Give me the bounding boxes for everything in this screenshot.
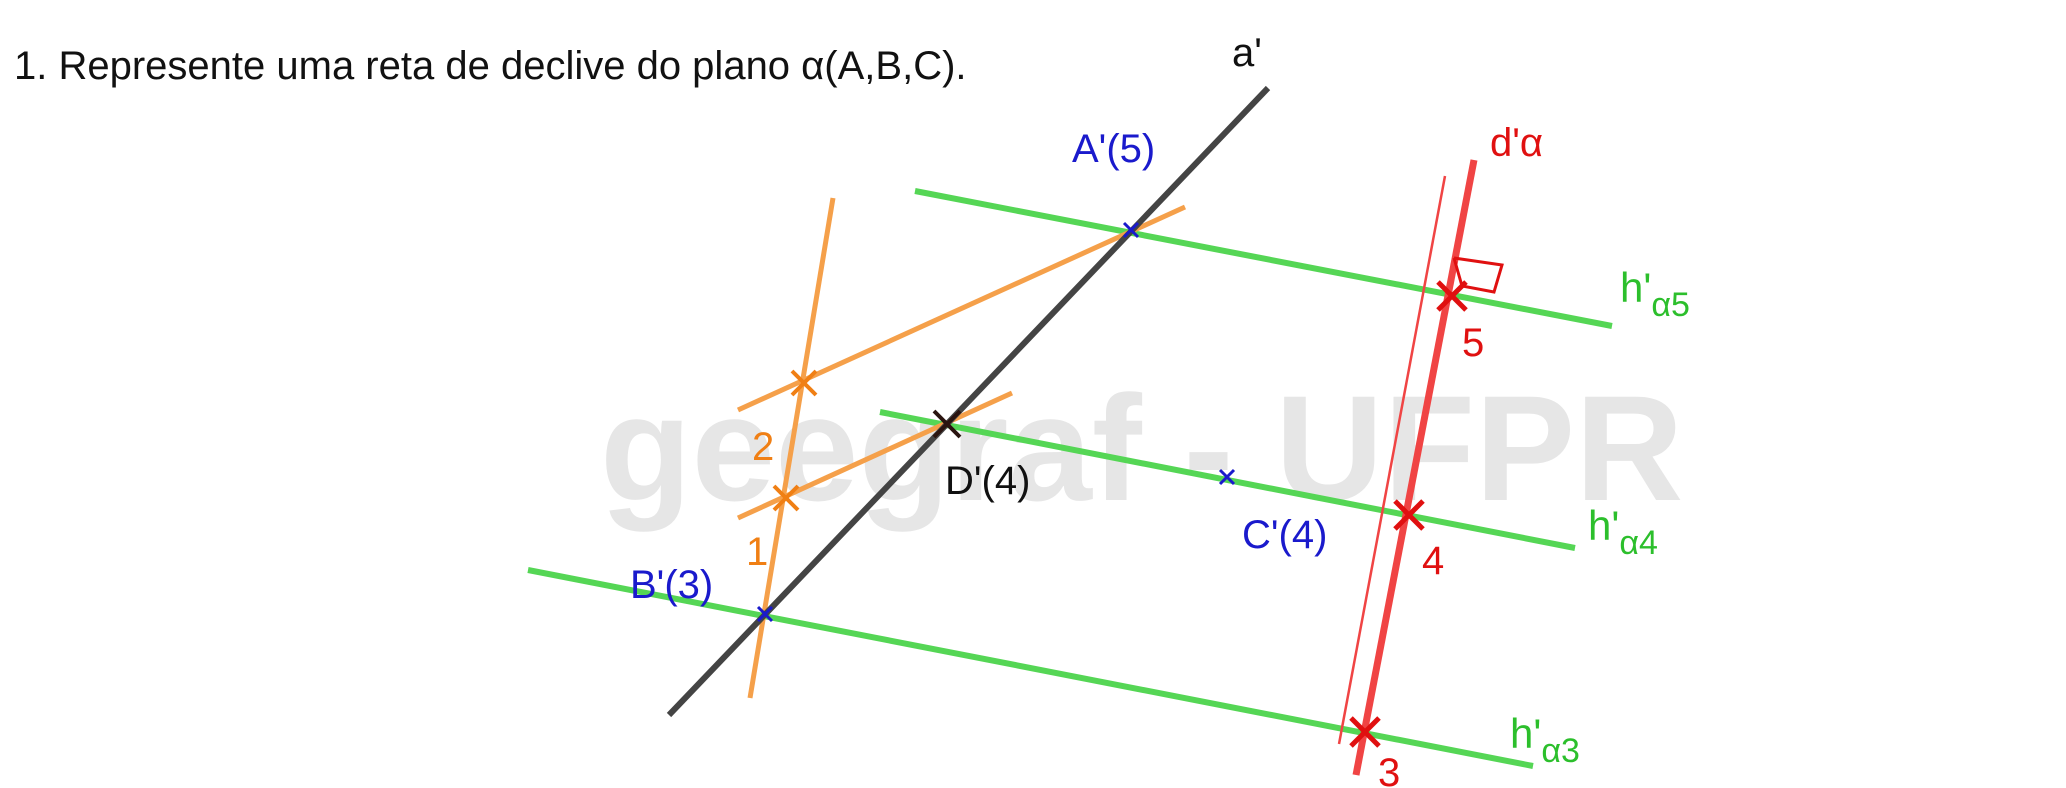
red-point-3-marker — [1349, 716, 1381, 748]
label-h-alpha3-sub: α3 — [1541, 732, 1580, 770]
label-h-alpha5-main: h' — [1620, 264, 1651, 311]
orange-point-2-marker — [790, 369, 818, 397]
label-h-alpha4: h'α4 — [1588, 502, 1658, 562]
label-point-B: B'(3) — [630, 563, 713, 607]
label-red-3: 3 — [1378, 751, 1400, 788]
label-h-alpha3-main: h' — [1510, 710, 1541, 757]
label-h-alpha5: h'α5 — [1620, 264, 1690, 324]
label-orange-1: 1 — [746, 530, 768, 574]
point-B-marker — [756, 605, 774, 623]
label-red-4: 4 — [1422, 539, 1444, 583]
orange-point-1-marker — [772, 484, 800, 512]
label-point-D: D'(4) — [945, 459, 1030, 503]
right-angle-marker — [1452, 256, 1504, 294]
exercise-title: 1. Represente uma reta de declive do pla… — [14, 44, 967, 88]
label-h-alpha5-sub: α5 — [1651, 286, 1690, 324]
red-point-5-marker — [1436, 280, 1468, 312]
label-h-alpha4-main: h' — [1588, 502, 1619, 549]
green-line-h5 — [914, 188, 1613, 329]
red-line-thin — [1337, 175, 1447, 745]
point-A-marker — [1122, 221, 1140, 239]
label-h-alpha3: h'α3 — [1510, 710, 1580, 770]
label-a-prime: a' — [1232, 31, 1262, 75]
point-D-marker — [932, 409, 962, 439]
label-red-5: 5 — [1462, 321, 1484, 365]
label-h-alpha4-sub: α4 — [1619, 524, 1658, 562]
label-orange-2: 2 — [752, 425, 774, 469]
green-line-h4 — [879, 409, 1576, 551]
label-point-A: A'(5) — [1072, 127, 1155, 171]
label-d-alpha: d'α — [1490, 121, 1543, 165]
red-point-4-marker — [1393, 499, 1425, 531]
point-C-marker — [1218, 468, 1236, 486]
label-point-C: C'(4) — [1242, 513, 1327, 557]
